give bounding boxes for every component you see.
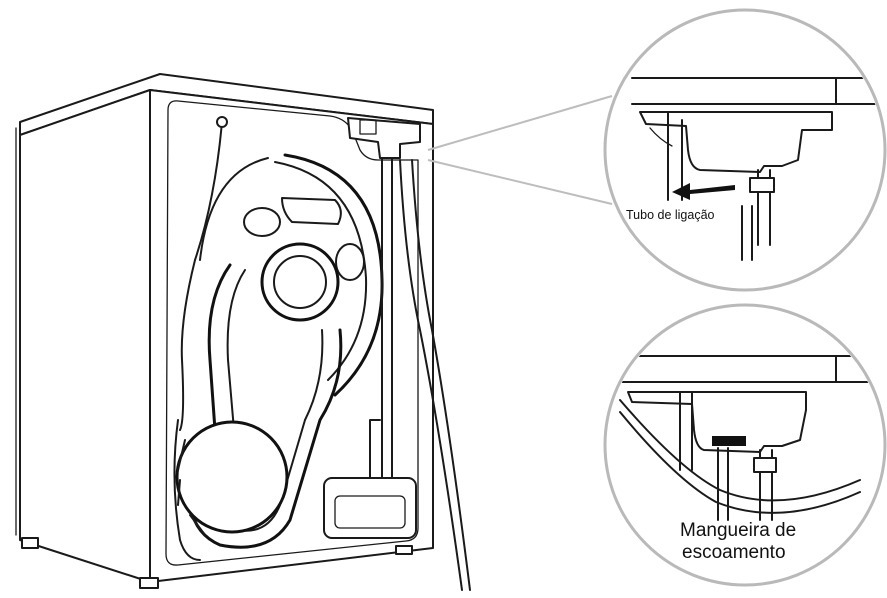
foot-front xyxy=(139,577,159,589)
callout-bottom-pipe xyxy=(679,391,693,471)
callout-bottom-block xyxy=(627,391,807,453)
vent-opening-top xyxy=(281,197,342,225)
callout-top-block xyxy=(639,111,833,173)
drain-hose-outer-2 xyxy=(411,159,471,591)
callout-top-panel-lip xyxy=(631,77,883,105)
callout-top-pipe-left xyxy=(667,111,683,201)
connection-tube-label: Tubo de ligação xyxy=(626,208,715,222)
callout-top-hose xyxy=(741,205,753,261)
washing-machine xyxy=(15,73,471,591)
inlet-pipe xyxy=(381,157,393,501)
drum-pulley-hub xyxy=(273,255,327,309)
connection-block xyxy=(347,117,421,159)
callout-bottom-plug xyxy=(712,436,746,446)
cable-clip xyxy=(216,116,228,128)
callout-top-detail xyxy=(649,127,673,147)
drain-hose-label-line2: escoamento xyxy=(682,542,786,563)
motor-wheel xyxy=(175,420,289,534)
callout-top: Tubo de ligação xyxy=(603,8,887,292)
machine-side-panel xyxy=(19,89,151,583)
drum-housing-left-arc xyxy=(199,157,269,261)
drum-housing-inner-arc xyxy=(274,161,368,381)
drain-hose-outer xyxy=(399,159,463,591)
filter-box xyxy=(323,477,417,539)
foot-right xyxy=(395,545,413,555)
filter-pipe xyxy=(369,419,381,479)
callout-bottom-drain-tube xyxy=(717,447,729,521)
foot-left xyxy=(21,537,39,549)
connection-port xyxy=(359,119,377,135)
callout-top-clamp xyxy=(749,177,775,193)
motor-wheel-ribs xyxy=(177,439,206,536)
callout-bottom-hose-curve xyxy=(619,399,861,502)
filter-cover xyxy=(334,495,406,529)
power-cable-lower xyxy=(173,419,201,561)
callout-bottom-panel-lip xyxy=(619,355,883,383)
power-cable xyxy=(179,121,223,431)
callout-bottom-hose-curve-2 xyxy=(619,411,861,514)
callout-bottom: Mangueira de escoamento xyxy=(603,303,887,587)
callout-guides xyxy=(427,95,613,205)
vent-opening-left xyxy=(243,207,281,237)
callout-bottom-clamp xyxy=(753,457,777,473)
drain-hose-label-line1: Mangueira de xyxy=(680,520,796,541)
callout-top-circle xyxy=(603,8,887,292)
vent-opening-right xyxy=(335,243,365,281)
guide-line-bottom xyxy=(427,159,613,205)
left-arrow-icon xyxy=(672,183,735,200)
guide-line-top xyxy=(427,95,613,151)
rear-panel-recess xyxy=(165,100,419,566)
